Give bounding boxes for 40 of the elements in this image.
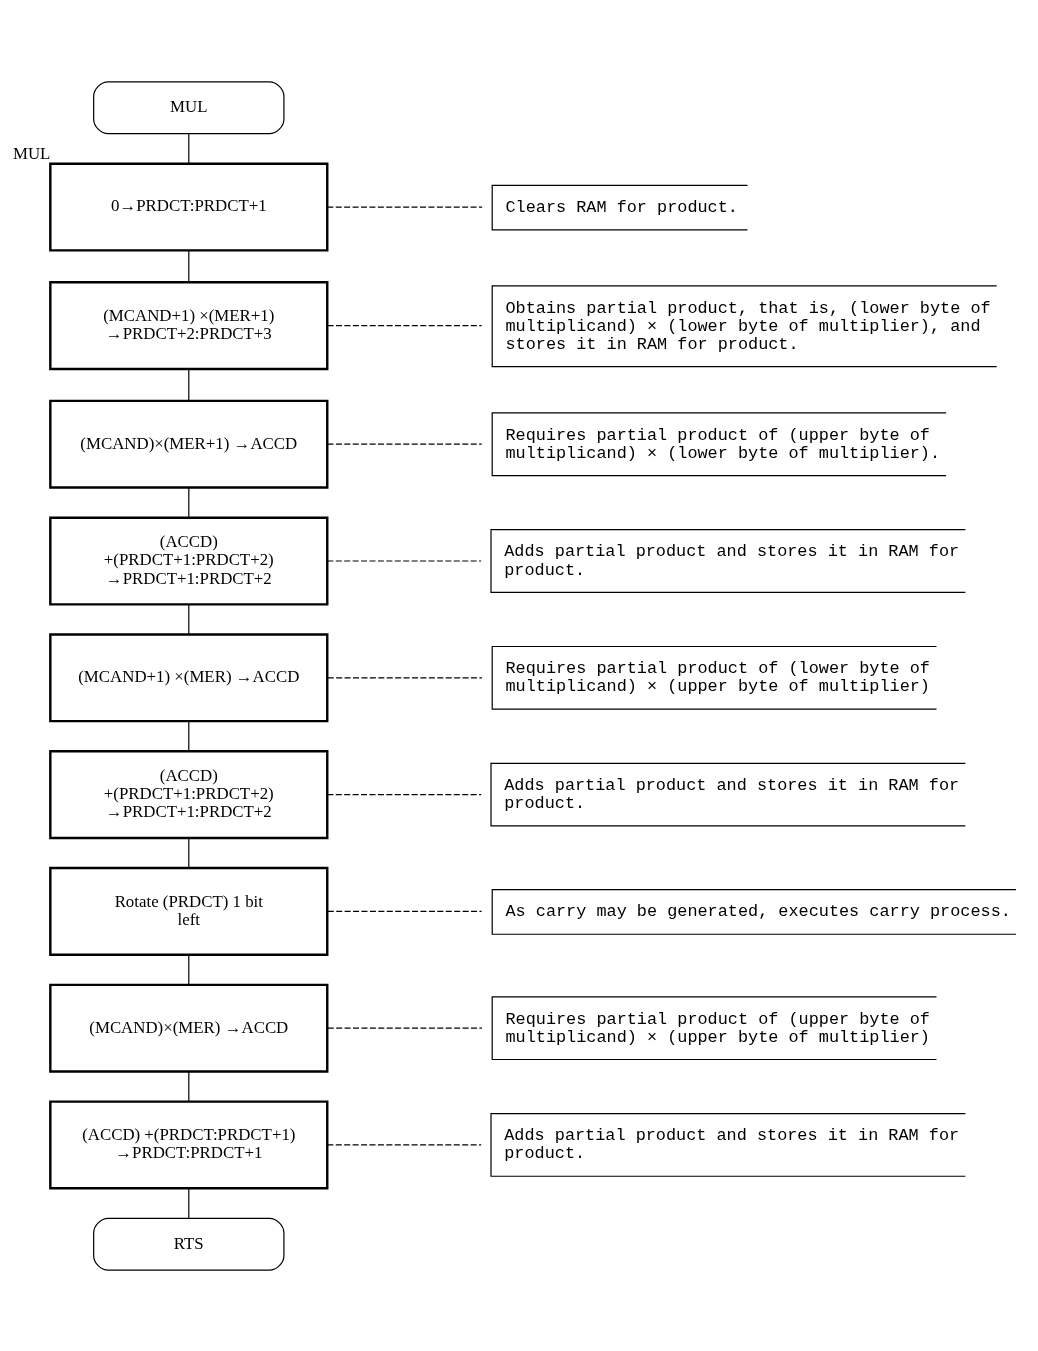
node-box: RTS bbox=[93, 1217, 285, 1271]
node-label: MUL bbox=[12, 143, 51, 163]
node-text: Requires partial product of (upper byte of multiplicand) × (upper byte of multiplier) bbox=[505, 1009, 930, 1047]
connector bbox=[188, 486, 190, 518]
node-box: (MCAND)×(MER) →ACCD bbox=[49, 983, 329, 1073]
node-text: Requires partial product of (lower byte of multiplicand) × (upper byte of multiplier) bbox=[505, 658, 930, 696]
node-box: (ACCD) +(PRDCT+1:PRDCT+2) →PRDCT+1:PRDCT+2 bbox=[49, 515, 329, 606]
node-text: Requires partial product of (upper byte of multiplicand) × (lower byte of multiplier). bbox=[505, 425, 941, 463]
node-text: Clears RAM for product. bbox=[505, 197, 738, 217]
node-box: (MCAND)×(MER+1) →ACCD bbox=[49, 399, 329, 489]
node-text: Adds partial product and stores it in RAM for product. bbox=[504, 541, 960, 579]
connector bbox=[326, 443, 483, 445]
connector bbox=[188, 368, 190, 401]
connector bbox=[188, 720, 190, 751]
node-box: 0→PRDCT:PRDCT+1 bbox=[49, 162, 329, 252]
connector bbox=[326, 324, 483, 326]
connector bbox=[326, 1143, 482, 1146]
connector bbox=[327, 676, 483, 678]
node-box: (MCAND+1) ×(MER) →ACCD bbox=[49, 632, 329, 722]
node-text: Adds partial product and stores it in RAM for product. bbox=[504, 1125, 960, 1163]
connector bbox=[188, 603, 190, 635]
connector bbox=[327, 910, 483, 912]
node-box: (ACCD) +(PRDCT:PRDCT+1) →PRDCT:PRDCT+1 bbox=[49, 1099, 329, 1189]
node-text: As carry may be generated, executes carry process. bbox=[505, 901, 1011, 921]
node-box: (ACCD) +(PRDCT+1:PRDCT+2) →PRDCT+1:PRDCT+2 bbox=[49, 749, 329, 839]
connector bbox=[326, 559, 482, 562]
connector bbox=[188, 1187, 190, 1219]
connector bbox=[326, 793, 482, 795]
connector bbox=[326, 205, 483, 208]
connector bbox=[188, 1070, 190, 1102]
connector bbox=[188, 836, 190, 868]
node-box: MUL bbox=[93, 80, 285, 134]
node-box: Rotate (PRDCT) 1 bit left bbox=[49, 866, 329, 956]
node-text: Obtains partial product, that is, (lower byte of multiplicand) × (lower byte of multiplier), and stores it in RAM for product. bbox=[505, 298, 991, 354]
connector bbox=[327, 1027, 483, 1029]
connector bbox=[188, 132, 190, 164]
node-box: (MCAND+1) ×(MER+1) →PRDCT+2:PRDCT+3 bbox=[49, 280, 329, 370]
node-text: Adds partial product and stores it in RAM for product. bbox=[504, 775, 960, 813]
connector bbox=[188, 953, 190, 985]
connector bbox=[188, 249, 190, 283]
